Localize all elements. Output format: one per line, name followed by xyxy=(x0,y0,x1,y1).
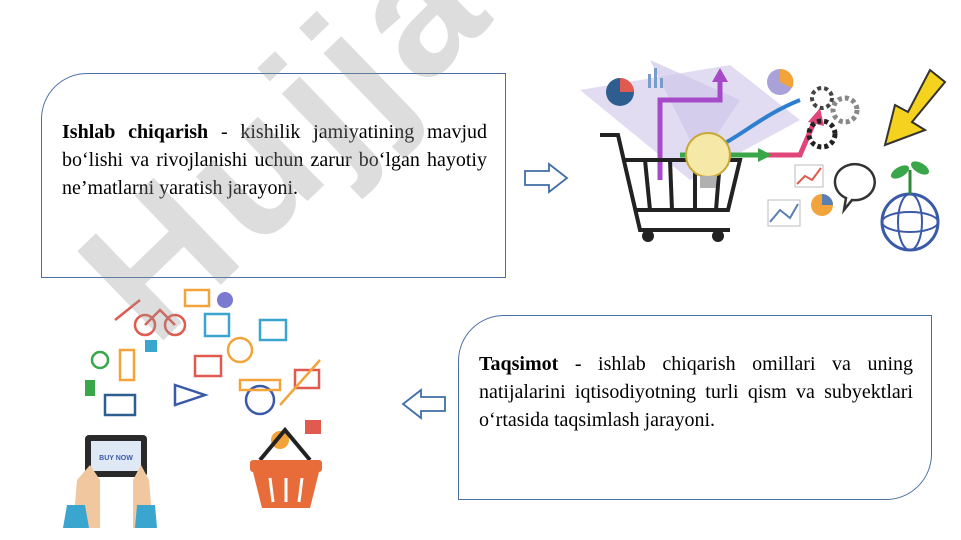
definition-box-distribution: Taqsimot - ishlab chiqarish omillari va … xyxy=(458,315,932,500)
online-shopping-products-illustration: BUY NOW xyxy=(63,288,322,528)
term-production: Ishlab chiqarish xyxy=(62,121,209,143)
shopping-cart-economy-illustration xyxy=(580,60,947,252)
term-distribution: Taqsimot xyxy=(479,353,559,375)
definition-box-production: Ishlab chiqarish - kishilik jamiyatining… xyxy=(41,73,506,278)
arrow-left-outline-icon xyxy=(401,388,446,420)
arrow-right-outline-icon xyxy=(524,162,569,194)
definition-distribution: - ishlab chiqarish omillari va uning nat… xyxy=(479,353,913,431)
definition-production: - kishilik jamiyatining mavjud bo‘lishi … xyxy=(62,121,488,199)
tablet-screen-text: BUY NOW xyxy=(99,455,133,462)
